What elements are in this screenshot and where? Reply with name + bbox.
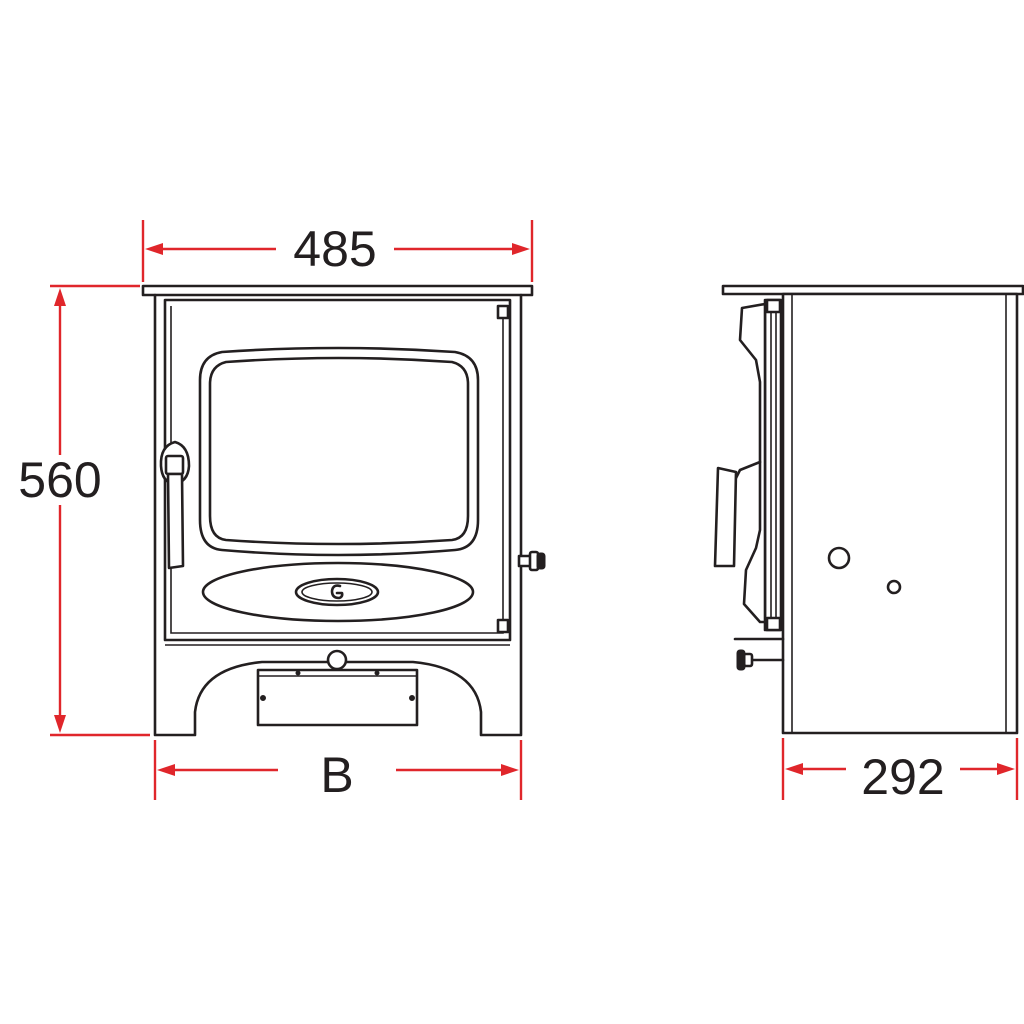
dim-front-width bbox=[141, 220, 534, 282]
dim-arrow-right bbox=[501, 764, 519, 776]
front-width-label: 485 bbox=[293, 221, 376, 277]
dim-arrow-down bbox=[54, 715, 66, 733]
front-air-control-knob bbox=[517, 550, 546, 572]
side-door-profile bbox=[738, 298, 783, 632]
front-glass-window-inner bbox=[208, 356, 470, 546]
dim-arrow-right bbox=[512, 243, 530, 255]
dim-arrow-left bbox=[145, 243, 163, 255]
dim-side-depth bbox=[781, 738, 1019, 800]
front-ash-knob bbox=[326, 649, 348, 671]
side-depth-label: 292 bbox=[861, 749, 944, 805]
dim-arrow-right bbox=[997, 763, 1015, 775]
front-door-handle bbox=[159, 440, 191, 570]
front-hinge-bottom bbox=[496, 618, 510, 634]
side-view bbox=[713, 284, 1024, 735]
side-door-handle bbox=[713, 460, 762, 568]
front-airwash-plate bbox=[201, 561, 475, 623]
dim-front-height bbox=[50, 284, 150, 737]
dim-arrow-left bbox=[785, 763, 803, 775]
side-hole-small bbox=[886, 579, 902, 595]
front-door-frame bbox=[163, 298, 512, 642]
front-hinge-top bbox=[496, 304, 510, 320]
side-hole-large bbox=[827, 546, 851, 570]
dim-arrow-up bbox=[54, 288, 66, 306]
front-top-plate bbox=[141, 284, 534, 297]
side-ash-knob bbox=[736, 649, 785, 671]
front-logo-mark bbox=[330, 584, 344, 600]
side-body bbox=[781, 292, 1019, 735]
front-logo-badge-inner bbox=[301, 582, 373, 602]
front-logo-badge-outer bbox=[294, 577, 380, 607]
front-view bbox=[141, 284, 546, 737]
front-base-label: B bbox=[320, 747, 353, 803]
front-height-label: 560 bbox=[18, 452, 101, 508]
dim-arrow-left bbox=[157, 764, 175, 776]
front-glass-window-outer bbox=[198, 346, 480, 557]
front-door-inner bbox=[170, 306, 504, 634]
front-ash-pan bbox=[256, 668, 419, 727]
dim-front-base bbox=[153, 740, 523, 800]
